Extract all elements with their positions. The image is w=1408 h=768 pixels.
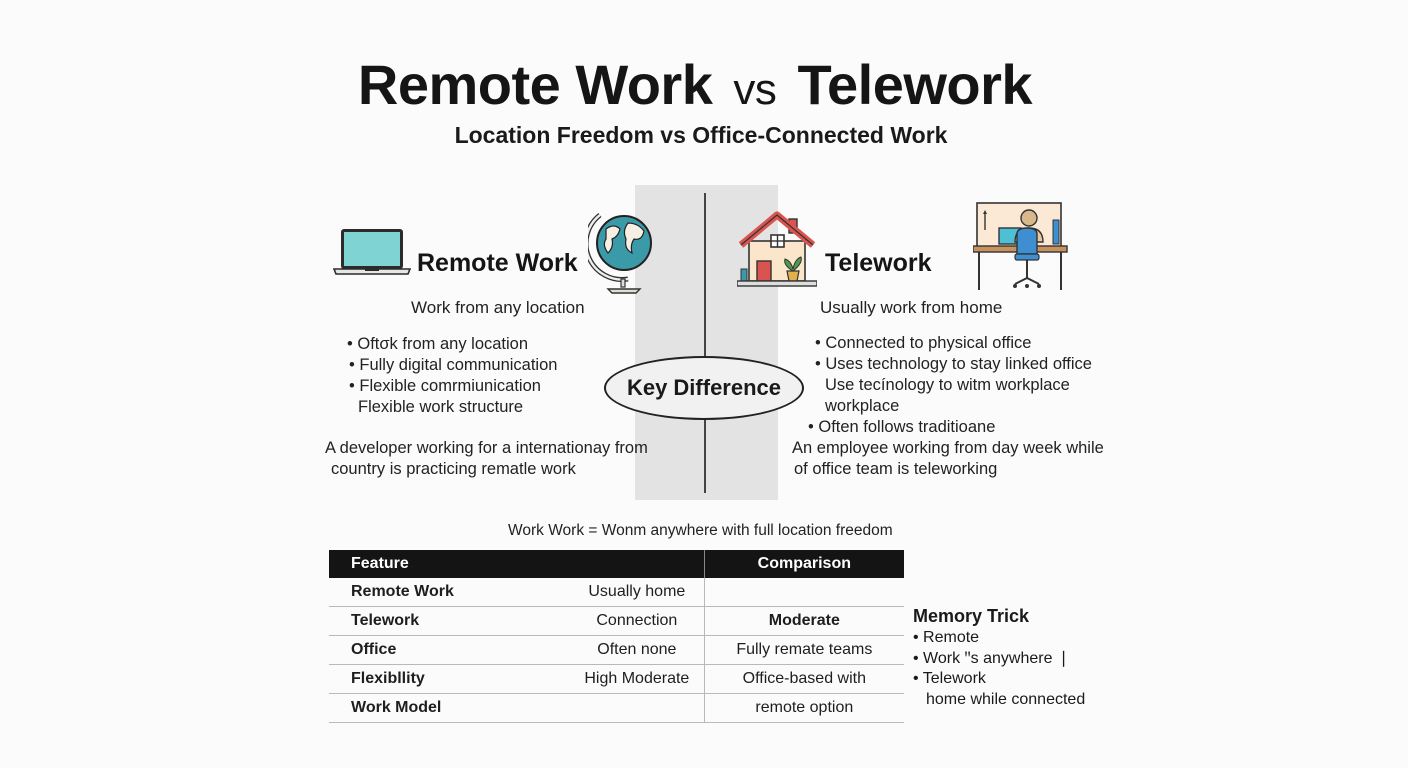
bullet-item: • Fully digital communication: [349, 356, 558, 374]
table-row: Flexibllity High Moderate Office-based w…: [329, 664, 904, 694]
memory-item: • Remote: [913, 629, 980, 646]
cell: Connection: [570, 606, 705, 636]
cell: Office: [329, 635, 571, 665]
cell: Flexibllity: [329, 664, 571, 694]
bullet-item: • Connected to physical office: [815, 334, 1032, 352]
key-difference-badge: Key Difference: [604, 356, 804, 420]
bullet-item: • Uses technology to stay linked office: [815, 355, 1092, 373]
remote-work-heading: Remote Work: [417, 249, 578, 277]
table-row: Telework Connection Moderate: [329, 606, 904, 636]
desk-worker-icon: [973, 202, 1069, 292]
comparison-table: Feature Comparison Remote Work Usually h…: [329, 550, 904, 723]
memory-item: • Work ꞌꞌs anywhere ❘: [913, 649, 1071, 667]
bullet-item: Use tecínology to witm workplace: [825, 376, 1070, 394]
header-comparison: Comparison: [703, 550, 904, 578]
cell: [570, 693, 705, 723]
bullet-item: workplace: [825, 397, 900, 415]
telework-example: An employee working from day week while …: [792, 438, 1104, 480]
telework-heading: Telework: [825, 249, 932, 277]
remote-work-bullets: • Oftσk from any location • Fully digita…: [347, 334, 557, 418]
title-left: Remote Work: [357, 53, 713, 116]
remote-work-subtitle: Work from any location: [411, 298, 585, 317]
cell: Telework: [329, 606, 571, 636]
table-row: Office Often none Fully remate teams: [329, 635, 904, 665]
example-line: country is practicing rematle work: [331, 460, 576, 478]
remote-work-example: A developer working for a internationay …: [325, 438, 648, 480]
divider-line: [704, 415, 706, 493]
table-row: Work Model remote option: [329, 693, 904, 723]
cell: [703, 578, 904, 607]
key-difference-label: Key Difference: [626, 375, 782, 400]
cell: Office-based with: [703, 664, 904, 694]
page-title: Remote Work vs Telework: [0, 52, 1390, 117]
table-header-row: Feature Comparison: [329, 550, 904, 578]
cell: Usually home: [570, 578, 705, 607]
cell: Fully remate teams: [703, 635, 904, 665]
table-row: Remote Work Usually home: [329, 578, 904, 607]
cell: High Moderate: [570, 664, 705, 694]
telework-subtitle: Usually work from home: [820, 298, 1003, 317]
tagline: Work Work = Wonm anywhere with full loca…: [508, 522, 893, 539]
divider-line: [704, 193, 706, 358]
example-line: A developer working for a internationay …: [325, 439, 648, 457]
laptop-icon: [333, 228, 411, 276]
bullet-item: • Often follows traditioane: [808, 418, 996, 436]
cell: Remote Work: [329, 578, 571, 607]
page-subtitle: Location Freedom vs Office-Connected Wor…: [454, 122, 948, 148]
bullet-item: • Flexible comrmiunication: [349, 377, 541, 395]
example-line: An employee working from day week while: [792, 439, 1104, 457]
example-line: of office team is teleworking: [794, 460, 998, 478]
cell: remote option: [703, 693, 904, 723]
bullet-item: Flexible work structure: [358, 398, 524, 416]
cell: Often none: [570, 635, 705, 665]
memory-trick: Memory Trick • Remote • Work ꞌꞌs anywher…: [913, 606, 1085, 710]
memory-item: home while connected: [926, 690, 1086, 708]
title-vs: vs: [733, 65, 777, 114]
telework-bullets: • Connected to physical office • Uses te…: [808, 333, 1092, 438]
house-icon: [737, 211, 817, 289]
memory-trick-list: • Remote • Work ꞌꞌs anywhere ❘ • Telewor…: [913, 628, 1085, 710]
header-feature: Feature: [329, 550, 571, 578]
memory-item: • Telework: [913, 670, 986, 687]
memory-trick-title: Memory Trick: [913, 606, 1030, 626]
header-blank: [570, 550, 705, 578]
globe-icon: [588, 207, 656, 295]
bullet-item: • Oftσk from any location: [347, 335, 529, 353]
cell: Work Model: [329, 693, 571, 723]
cell: Moderate: [703, 606, 904, 636]
title-right: Telework: [797, 53, 1033, 116]
